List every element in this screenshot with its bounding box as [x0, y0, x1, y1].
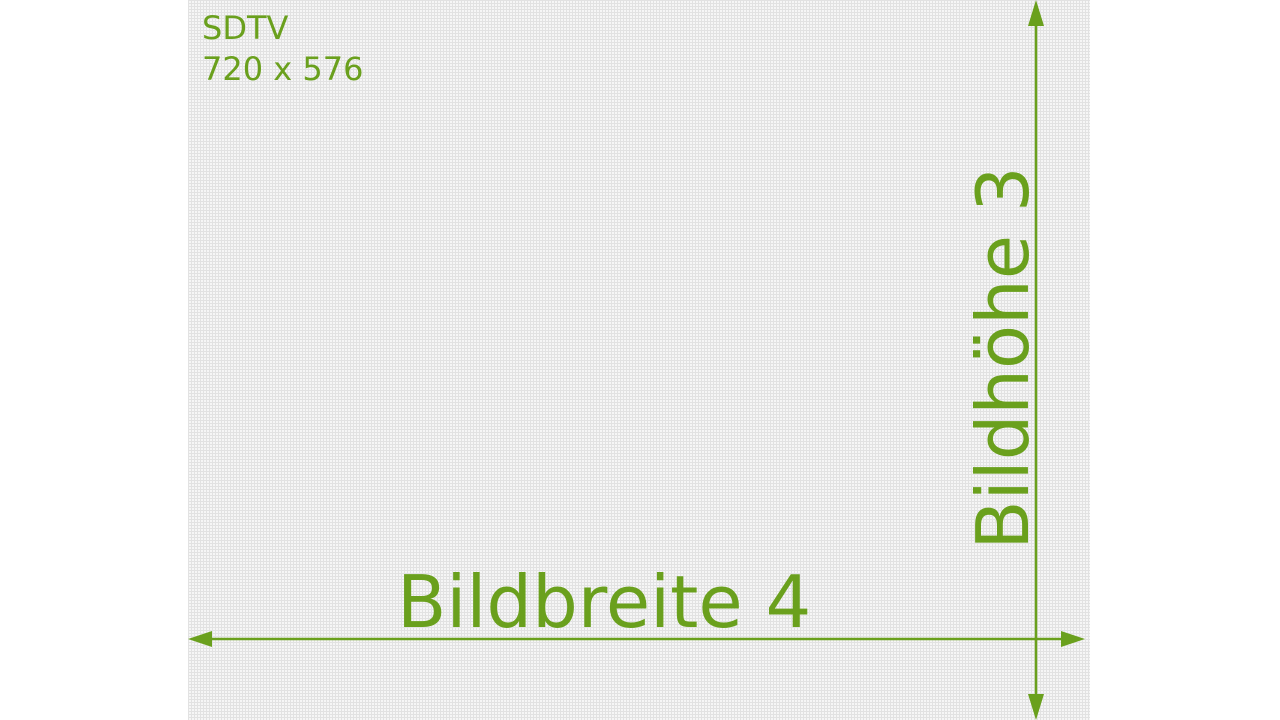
width-arrow-left-head — [188, 631, 212, 647]
format-name-label: SDTV — [202, 9, 289, 47]
pixel-grid-area — [188, 0, 1090, 720]
width-arrow-right-head — [1061, 631, 1085, 647]
width-ratio-label: Bildbreite 4 — [397, 560, 812, 644]
height-arrow-top-head — [1028, 0, 1044, 26]
resolution-label: 720 x 576 — [202, 50, 364, 88]
height-arrow-bottom-head — [1028, 694, 1044, 720]
height-ratio-label: Bildhöhe 3 — [961, 166, 1045, 550]
height-arrow — [1028, 0, 1044, 720]
width-arrow — [188, 631, 1085, 647]
